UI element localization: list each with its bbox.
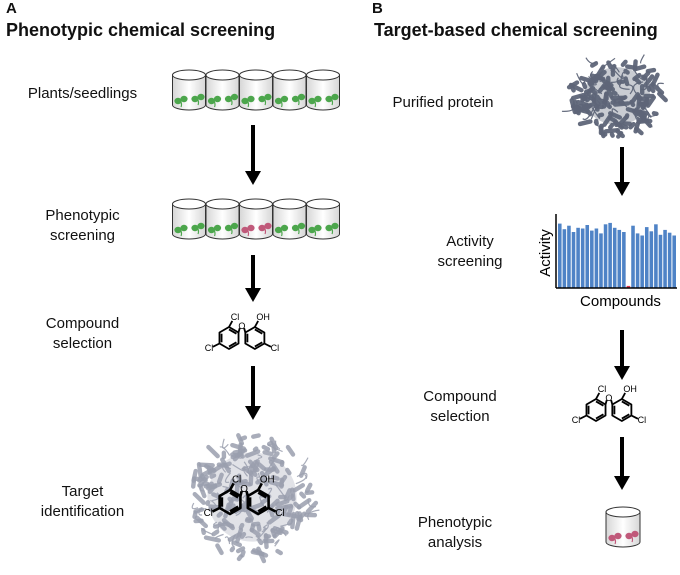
chlorine-atom-label: Cl xyxy=(572,415,581,425)
bar xyxy=(612,227,617,288)
bar xyxy=(667,232,672,288)
chlorine-atom-label: Cl xyxy=(275,508,284,519)
step-b-purified-protein-label: Purified protein xyxy=(392,94,494,111)
screening-plate-row xyxy=(172,198,340,240)
step-b-purified-protein: Purified protein xyxy=(373,93,513,113)
chlorine-atom-label: Cl xyxy=(231,312,240,322)
oxygen-atom-label: O xyxy=(605,393,612,403)
phenotypic-analysis-well xyxy=(605,506,641,548)
bar xyxy=(599,233,603,288)
bar xyxy=(658,234,663,288)
step-a-target-identification-line1: Target xyxy=(61,483,104,500)
step-b-phenotypic-analysis: Phenotypic analysis xyxy=(400,513,510,553)
step-b-compound-selection: Compound selection xyxy=(405,387,515,427)
bar xyxy=(640,235,644,288)
bar xyxy=(585,225,590,288)
step-a-phenotypic-screening: Phenotypic screening xyxy=(10,206,155,246)
chlorine-atom-label: Cl xyxy=(638,415,647,425)
step-b-activity-screening: Activity screening xyxy=(420,232,520,272)
oxygen-atom-label: O xyxy=(240,484,248,495)
y-axis-label: Activity xyxy=(537,229,554,277)
hydroxyl-group-label: OH xyxy=(623,384,637,394)
hydroxyl-group-label: OH xyxy=(260,474,275,485)
panel-a-title: Phenotypic chemical screening xyxy=(6,20,276,40)
bar xyxy=(571,232,576,288)
bar xyxy=(576,227,580,288)
down-arrow xyxy=(614,437,630,490)
bar xyxy=(603,224,608,288)
bar xyxy=(622,232,626,288)
step-a-compound-selection: Compound selection xyxy=(10,314,155,354)
seedling-well xyxy=(306,69,340,111)
bar xyxy=(594,228,599,288)
seedling-well xyxy=(239,69,273,111)
purified-protein-structure xyxy=(561,54,668,139)
step-a-target-identification: Target identification xyxy=(10,482,155,522)
step-a-target-identification-line2: identification xyxy=(40,503,125,520)
bar xyxy=(590,230,594,288)
seedling-well xyxy=(272,69,307,111)
x-axis-label: Compounds xyxy=(580,293,661,310)
seedling-well xyxy=(306,198,340,240)
seedling-well xyxy=(172,198,206,240)
step-a-phenotypic-screening-line1: Phenotypic xyxy=(45,207,120,224)
hit-bar xyxy=(626,285,631,288)
panel-b-letter: B xyxy=(372,0,383,17)
down-arrow xyxy=(245,255,261,302)
bar xyxy=(631,225,635,288)
seedling-well xyxy=(205,198,240,240)
bar xyxy=(558,223,562,288)
step-a-plants-seedlings-label: Plants/seedlings xyxy=(27,85,138,102)
chlorine-atom-label: Cl xyxy=(271,343,280,353)
step-a-phenotypic-screening-line2: screening xyxy=(49,227,116,244)
hit-seedling-well xyxy=(605,506,641,548)
bar xyxy=(567,225,571,288)
seedling-plate-row xyxy=(172,69,340,111)
chlorine-atom-label: Cl xyxy=(598,384,607,394)
step-b-compound-selection-line2: selection xyxy=(430,408,490,425)
bar xyxy=(663,229,667,288)
step-b-activity-screening-line1: Activity xyxy=(446,233,494,250)
step-b-phenotypic-analysis-line1: Phenotypic xyxy=(417,514,493,531)
down-arrow xyxy=(614,147,630,196)
target-protein-structure xyxy=(191,433,320,564)
bar xyxy=(562,229,567,288)
step-a-compound-selection-line2: selection xyxy=(52,335,113,352)
hydroxyl-group-label: OH xyxy=(256,312,270,322)
chlorine-atom-label: Cl xyxy=(232,474,241,485)
seedling-well xyxy=(205,69,240,111)
chlorine-atom-label: Cl xyxy=(205,343,214,353)
step-a-compound-selection-line1: Compound xyxy=(45,315,120,332)
step-b-phenotypic-analysis-line2: analysis xyxy=(427,534,483,551)
chlorine-atom-label: Cl xyxy=(204,508,213,519)
bar xyxy=(635,233,640,288)
step-b-compound-selection-line1: Compound xyxy=(423,388,497,405)
down-arrow xyxy=(245,366,261,420)
down-arrow xyxy=(614,330,630,380)
seedling-well xyxy=(272,198,307,240)
bar xyxy=(617,229,622,288)
bar xyxy=(649,231,654,288)
bar xyxy=(608,222,612,288)
bar xyxy=(644,227,649,288)
step-a-plants-seedlings: Plants/seedlings xyxy=(10,84,155,104)
hit-seedling-well xyxy=(239,198,273,240)
oxygen-atom-label: O xyxy=(238,321,245,331)
flow-arrows xyxy=(245,125,630,490)
seedling-well xyxy=(172,69,206,111)
bar xyxy=(654,224,658,288)
panel-b-title: Target-based chemical screening xyxy=(374,20,658,40)
step-b-activity-screening-line2: screening xyxy=(437,253,503,270)
down-arrow xyxy=(245,125,261,185)
bar xyxy=(672,235,676,288)
panel-a-letter: A xyxy=(6,0,17,17)
bar xyxy=(580,228,585,288)
